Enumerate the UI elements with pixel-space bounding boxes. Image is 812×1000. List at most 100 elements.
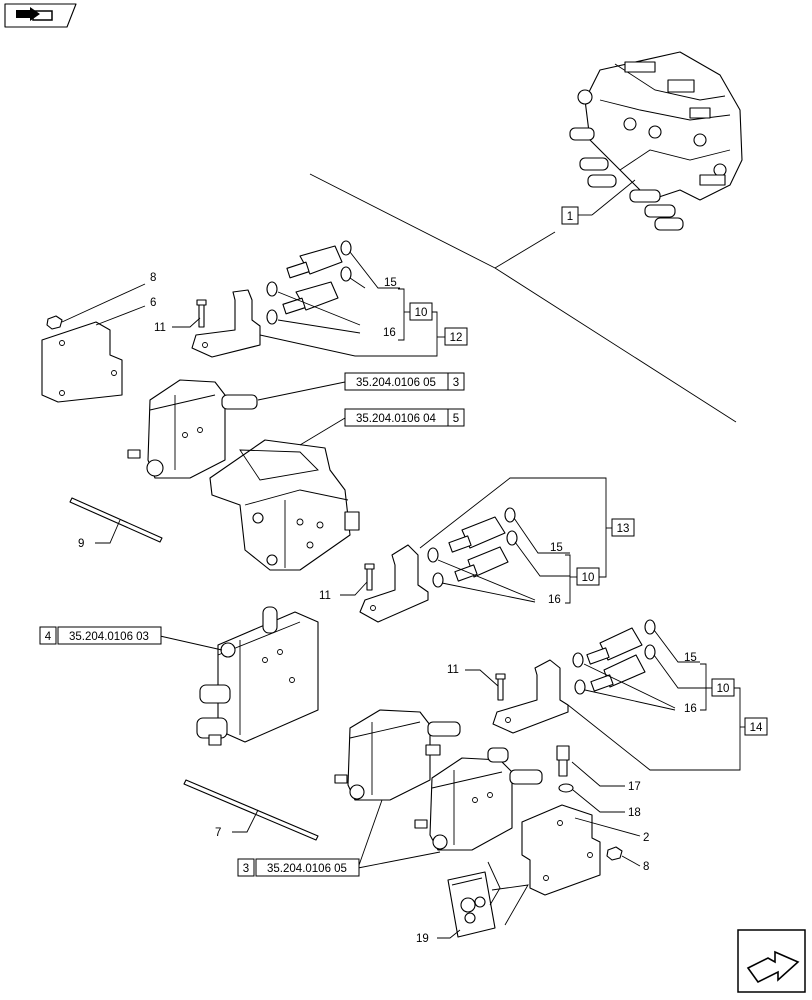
leader-line — [514, 541, 570, 577]
svg-text:3: 3 — [243, 863, 249, 875]
bracket-line — [700, 663, 707, 711]
callout-8: 8 — [150, 272, 156, 284]
leader-line — [61, 283, 146, 323]
callout-3: 3 — [447, 372, 465, 391]
cartridge-valve — [448, 516, 509, 582]
leader-line — [437, 929, 461, 939]
callout-12: 12 — [444, 327, 468, 346]
leader-line — [572, 789, 625, 813]
next-page-arrow-icon[interactable] — [737, 929, 806, 993]
callout-11: 11 — [447, 664, 459, 676]
leader-line — [419, 477, 607, 578]
tie-rod — [183, 779, 319, 841]
bracket-line — [565, 554, 571, 604]
callout-1: 1 — [561, 206, 579, 225]
leader-line — [621, 855, 641, 867]
cartridge-valve — [586, 627, 646, 692]
reference-link[interactable]: 35.204.0106 04 — [344, 408, 449, 427]
svg-text:10: 10 — [582, 572, 595, 584]
leader-line — [653, 629, 700, 663]
leader-line — [653, 654, 710, 689]
leader-line — [95, 519, 121, 544]
bracket-line — [398, 288, 405, 341]
svg-text:35.204.0106 05: 35.204.0106 05 — [356, 377, 436, 389]
leader-line — [277, 319, 361, 334]
seal-kit-pack — [447, 871, 496, 938]
svg-text:1: 1 — [567, 211, 573, 223]
callout-13: 13 — [611, 518, 635, 537]
leader-line — [357, 851, 441, 869]
leader-line — [349, 277, 366, 289]
callout-16: 16 — [684, 703, 697, 715]
leader-line — [340, 581, 368, 596]
leader-line — [277, 291, 361, 326]
valve-section — [196, 606, 319, 746]
leader-line — [441, 582, 536, 603]
control-valve-assembly — [569, 51, 743, 231]
end-cover-plate — [41, 321, 123, 403]
callout-15: 15 — [550, 542, 563, 554]
bolt — [495, 673, 506, 701]
callout-5: 5 — [447, 408, 465, 427]
o-ring — [572, 619, 656, 695]
svg-text:5: 5 — [453, 413, 459, 425]
callout-15: 15 — [684, 652, 697, 664]
leader-line — [159, 635, 223, 651]
callout-10: 10 — [576, 567, 600, 586]
svg-text:10: 10 — [717, 683, 730, 695]
svg-text:13: 13 — [617, 523, 630, 535]
leader-line — [172, 317, 201, 328]
callout-4: 4 — [39, 626, 57, 645]
callout-9: 9 — [78, 538, 84, 550]
inlet-cover — [209, 439, 360, 571]
reference-link[interactable]: 35.204.0106 05 — [344, 372, 449, 391]
leader-line — [513, 517, 570, 554]
svg-text:35.204.0106 05: 35.204.0106 05 — [267, 863, 347, 875]
callout-16: 16 — [548, 594, 561, 606]
leader-line — [437, 559, 536, 601]
o-ring — [427, 507, 518, 588]
svg-text:4: 4 — [45, 631, 52, 643]
callout-7: 7 — [215, 827, 221, 839]
callout-15: 15 — [384, 277, 397, 289]
cartridge-valve — [282, 245, 343, 315]
svg-text:3: 3 — [453, 377, 459, 389]
leader-line — [574, 817, 641, 837]
svg-text:35.204.0106 04: 35.204.0106 04 — [356, 413, 437, 425]
leader-line — [491, 884, 529, 926]
callout-14: 14 — [744, 717, 768, 736]
valve-section — [334, 709, 461, 801]
book-arrow-icon[interactable] — [4, 3, 77, 28]
leader-line — [571, 761, 625, 787]
tie-rod — [69, 497, 163, 543]
callout-11: 11 — [319, 590, 331, 602]
leader-line — [487, 861, 501, 906]
leader-line — [299, 417, 346, 446]
leader-line — [357, 799, 383, 869]
leader-line — [494, 231, 556, 269]
callout-3: 3 — [237, 858, 255, 877]
callout-10: 10 — [711, 678, 735, 697]
o-ring — [266, 240, 352, 325]
svg-text:12: 12 — [450, 332, 463, 344]
callout-2: 2 — [643, 832, 649, 844]
nut — [46, 315, 63, 330]
bolt — [364, 563, 375, 591]
callout-10: 10 — [409, 302, 433, 321]
bracket — [359, 544, 429, 623]
callout-8: 8 — [643, 861, 649, 873]
valve-section — [414, 747, 543, 851]
svg-text:35.204.0106 03: 35.204.0106 03 — [69, 631, 149, 643]
bolt — [196, 299, 207, 328]
reference-link[interactable]: 35.204.0106 05 — [255, 858, 360, 877]
leader-line — [95, 305, 146, 326]
callout-6: 6 — [150, 297, 156, 309]
leader-line — [591, 179, 636, 216]
callout-17: 17 — [628, 781, 641, 793]
bracket — [492, 659, 569, 734]
plug — [556, 745, 570, 777]
reference-link[interactable]: 35.204.0106 03 — [57, 626, 162, 645]
leader-line — [583, 663, 676, 709]
